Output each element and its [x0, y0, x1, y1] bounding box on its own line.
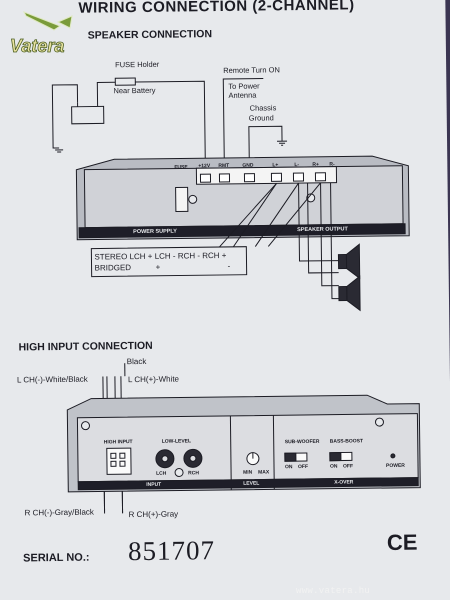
speaker-2-icon	[346, 275, 361, 312]
black-wire-label: Black	[126, 356, 147, 367]
fuse-holder-symbol	[114, 77, 136, 86]
bridged-plus-label: +	[155, 262, 161, 272]
speaker-output-label: SPEAKER OUTPUT	[297, 226, 348, 234]
sub-woofer-on-label: ON	[284, 464, 293, 471]
chassis-label: Chassis	[249, 103, 277, 113]
fuse-holder-label: FUSE Holder	[115, 59, 160, 70]
terminal-label-rplus: R+	[312, 161, 319, 168]
amp-label-fuse: FUSE	[174, 164, 188, 171]
rch-neg-wire-label: R CH(-)-Gray/Black	[24, 507, 94, 518]
low-level-label: LOW-LEVEL	[161, 438, 192, 445]
terminal-label-lminus: L-	[294, 162, 300, 169]
terminal-label-lplus: L+	[272, 162, 279, 169]
sub-woofer-off-label: OFF	[297, 463, 309, 471]
terminal-label-12v: +12V	[198, 163, 211, 170]
serial-number-value: 851707	[127, 535, 216, 567]
to-power-label: To Power	[228, 81, 260, 91]
xover-footer-label: X-OVER	[334, 479, 354, 486]
lch-pos-wire-label: L CH(+)-White	[127, 374, 180, 385]
stereo-mode-label: STEREO LCH + LCH - RCH - RCH +	[94, 250, 227, 262]
terminal-label-rminus: R-	[329, 161, 335, 168]
level-max-label: MAX	[258, 469, 270, 476]
bridged-mode-label: BRIDGED	[94, 263, 132, 273]
watermark-text: www.vatera.hu	[296, 586, 371, 596]
high-input-connector	[106, 447, 132, 475]
battery-symbol	[71, 105, 105, 125]
high-input-heading: HIGH INPUT CONNECTION	[18, 339, 153, 354]
bass-boost-off-label: OFF	[342, 463, 354, 470]
terminal-label-gnd: GND	[242, 162, 254, 169]
rch-pos-wire-label: R CH(+)-Gray	[128, 509, 179, 520]
high-input-panel-label: HIGH INPUT	[103, 439, 133, 446]
vatera-logo: Vatera	[10, 11, 73, 56]
power-led-label: POWER	[385, 462, 405, 470]
near-battery-label: Near Battery	[113, 85, 156, 96]
sub-woofer-label: SUB-WOOFER	[284, 438, 320, 446]
power-supply-label: POWER SUPPLY	[133, 228, 177, 236]
logo-text: Vatera	[10, 36, 64, 56]
lch-jack-label: LCH	[156, 470, 167, 477]
amp-fuse	[175, 186, 189, 213]
lch-neg-wire-label: L CH(-)-White/Black	[16, 374, 88, 385]
terminal-label-rmt: RMT	[218, 162, 230, 170]
remote-turn-on-label: Remote Turn ON	[223, 65, 280, 75]
antenna-label: Antenna	[228, 90, 257, 100]
rch-jack-label: RCH	[188, 470, 199, 477]
bass-boost-label: BASS-BOOST	[329, 438, 364, 445]
level-min-label: MIN	[243, 469, 253, 476]
ground-label: Ground	[248, 113, 274, 123]
serial-number-label: SERIAL NO.:	[23, 551, 90, 565]
speaker-1-icon	[345, 243, 361, 280]
level-footer-label: LEVEL	[243, 480, 260, 487]
input-panel-footer-label: INPUT	[146, 481, 162, 488]
ce-mark: CE	[386, 529, 418, 555]
power-led	[390, 453, 396, 459]
bass-boost-on-label: ON	[329, 463, 338, 470]
bridged-minus-label: -	[227, 261, 231, 271]
